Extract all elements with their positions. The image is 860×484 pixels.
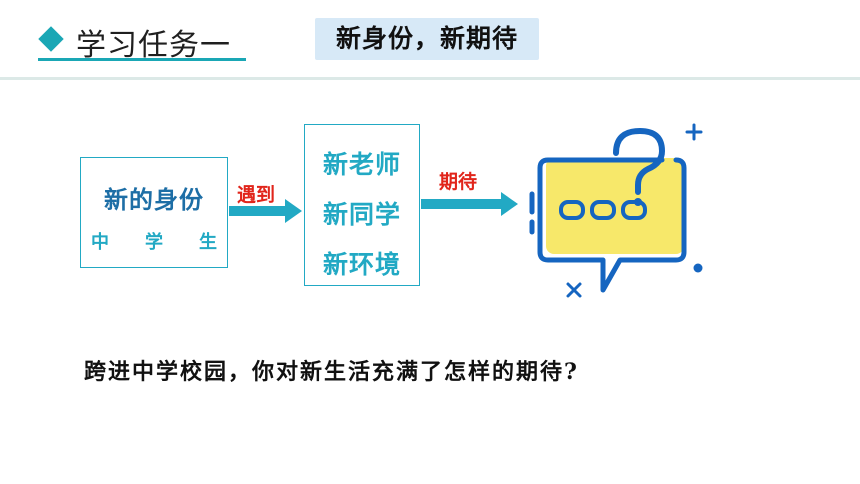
identity-title: 新的身份 [104,186,204,214]
new-item: 新老师 [322,150,401,179]
task-underline [38,58,246,61]
identity-subtitle-char: 中 [91,232,109,253]
header-divider [0,77,860,80]
topic-tag: 新身份，新期待 [315,18,539,60]
discussion-question: 跨进中学校园，你对新生活充满了怎样的期待? [84,359,579,385]
new-item: 新同学 [322,200,401,229]
identity-subtitle-char: 生 [199,232,217,253]
speech-bubble-icon [529,123,703,298]
task-label: 学习任务一 [76,28,231,63]
arrow-label-encounter: 遇到 [237,184,276,206]
task-header: 学习任务一 [38,14,246,63]
identity-box: 新的身份 中 学 生 [80,157,228,268]
identity-subtitle-char: 学 [145,232,163,253]
arrow-icon [229,199,302,223]
new-things-box: 新老师 新同学 新环境 [304,124,420,286]
new-item: 新环境 [322,250,401,279]
identity-subtitle: 中 学 生 [91,228,217,254]
arrow-icon [421,192,518,216]
arrow-label-expect: 期待 [439,171,478,193]
